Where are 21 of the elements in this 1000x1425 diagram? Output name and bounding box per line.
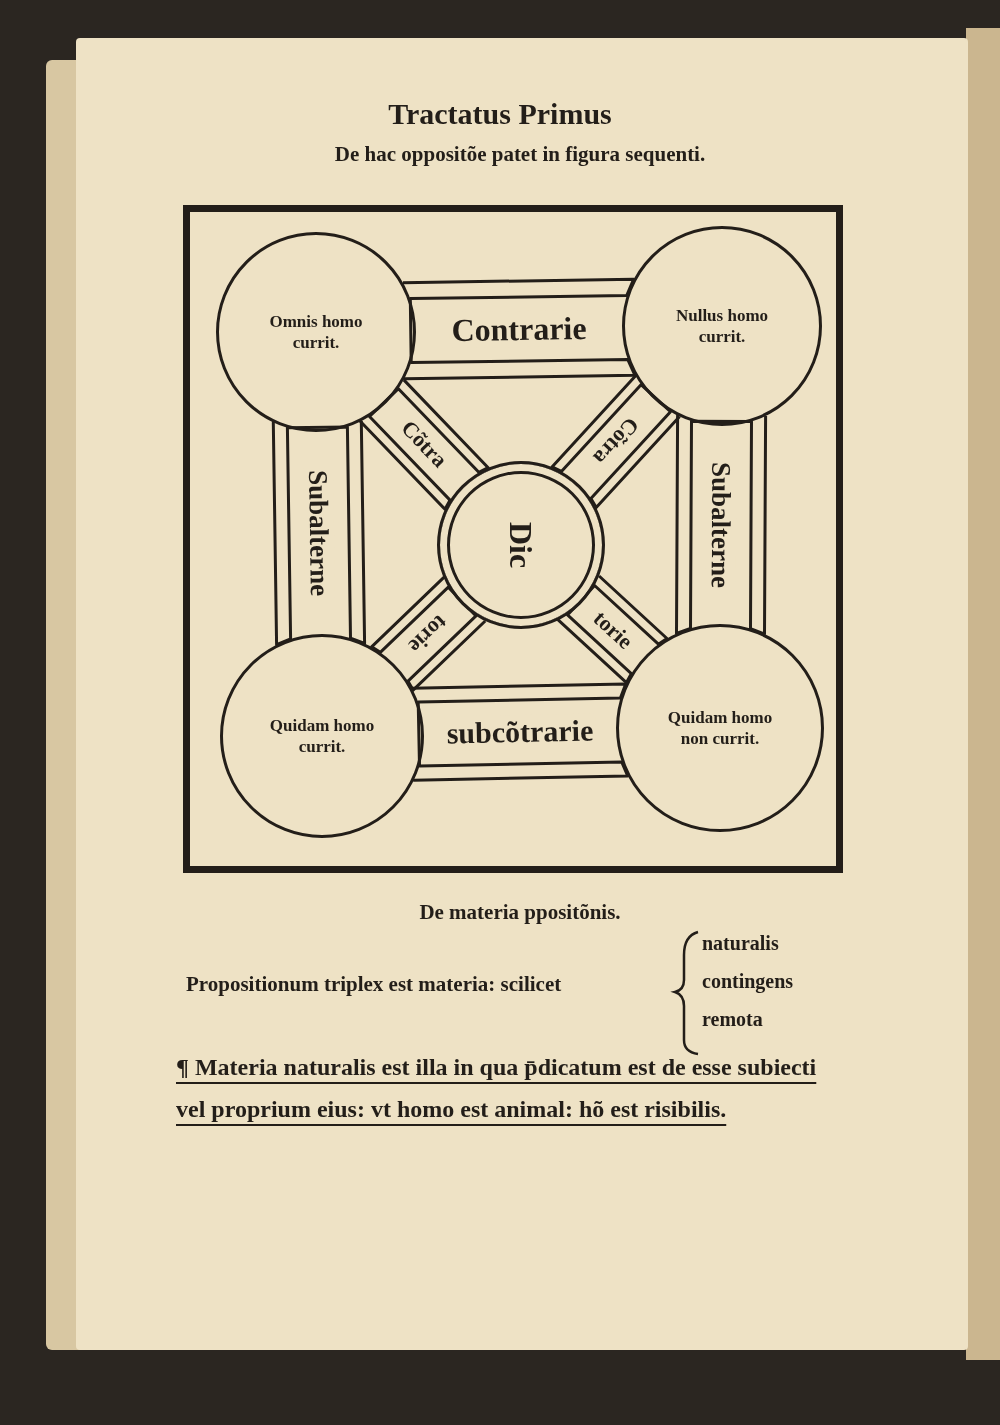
- subtitle: De hac oppositõe patet in figura sequenti.: [333, 141, 707, 168]
- circle-text: Dic: [503, 521, 539, 569]
- list-item: naturalis: [702, 931, 779, 956]
- circle-text: Quidam homo currit.: [268, 715, 376, 757]
- circle-text: Quidam homo non currit.: [666, 707, 774, 749]
- section-heading: De materia ppositõnis.: [418, 899, 622, 926]
- double-band-connector: [370, 576, 487, 692]
- circle-text: Nullus homo currit.: [674, 305, 770, 347]
- body-text: Propositionum triplex est materia: scilicet: [186, 971, 562, 998]
- double-band-connector: [402, 277, 637, 381]
- list-item: contingens: [702, 969, 794, 994]
- double-band-connector: [550, 374, 681, 509]
- underlined-paragraph: ¶ Materia naturalis est illa in qua p̄dicatum est de esse subiecti vel proprium eius: vt homo est animal: hõ est risibilis.: [176, 1053, 818, 1124]
- page-title: Tractatus Primus: [387, 96, 613, 132]
- circle-text: Omnis homo currit.: [268, 311, 364, 353]
- double-band-connector: [359, 378, 490, 511]
- double-band-connector: [412, 682, 630, 782]
- double-band-connector: [675, 414, 768, 636]
- double-band-connector: [271, 420, 367, 647]
- double-band-connector: [556, 574, 669, 685]
- list-item: remota: [702, 1007, 763, 1032]
